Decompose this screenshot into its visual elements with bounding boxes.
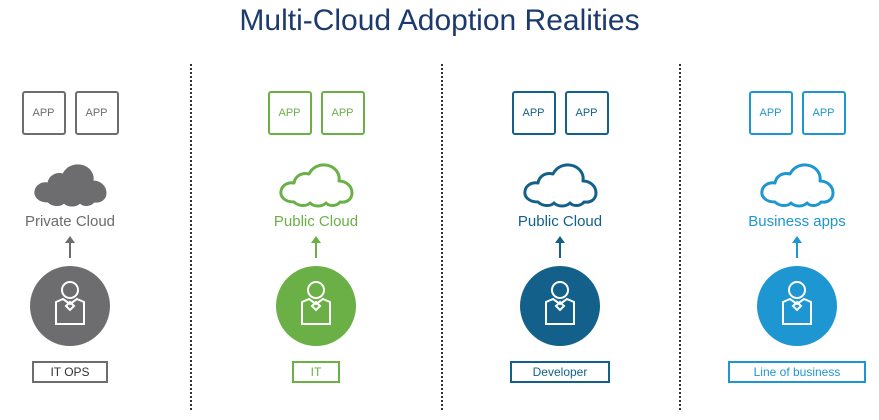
person-icon — [30, 266, 110, 346]
app-label: APP — [85, 107, 108, 119]
person-icon — [520, 266, 600, 346]
diagram-title: Multi-Cloud Adoption Realities — [239, 4, 640, 37]
role-label: Developer — [532, 365, 588, 379]
app-label: APP — [331, 107, 354, 119]
arrow-up-icon — [792, 236, 802, 258]
role-label: Line of business — [753, 365, 841, 379]
app-label: APP — [278, 107, 301, 119]
app-box: APP — [801, 91, 846, 135]
app-group: APP APP — [707, 91, 879, 135]
app-box: APP — [21, 91, 66, 135]
arrow-up-icon — [65, 236, 75, 258]
role-label: IT OPS — [50, 365, 90, 379]
cloud-icon — [760, 163, 835, 208]
app-label: APP — [32, 107, 55, 119]
cloud-label: Public Cloud — [273, 213, 359, 230]
cloud-label: Business apps — [748, 213, 846, 230]
app-box: APP — [267, 91, 312, 135]
app-box: APP — [320, 91, 365, 135]
arrow-up-icon — [311, 236, 321, 258]
role-label-box: IT — [292, 361, 340, 383]
app-box: APP — [748, 91, 793, 135]
cloud-icon — [523, 163, 598, 208]
role-label: IT — [310, 365, 322, 379]
column-it: APP APP Public Cloud IT — [226, 0, 406, 420]
app-box: APP — [74, 91, 119, 135]
role-label-box: IT OPS — [32, 361, 108, 383]
person-icon — [276, 266, 356, 346]
column-it-ops: APP APP Private Cloud IT OPS — [0, 0, 160, 420]
cloud-label: Private Cloud — [24, 213, 116, 230]
arrow-up-icon — [555, 236, 565, 258]
role-label-box: Developer — [510, 361, 610, 383]
person-icon — [757, 266, 837, 346]
column-divider — [190, 64, 192, 410]
role-label-box: Line of business — [728, 361, 866, 383]
app-box: APP — [511, 91, 556, 135]
app-label: APP — [759, 107, 782, 119]
app-group: APP APP — [0, 91, 160, 135]
cloud-icon — [34, 164, 107, 207]
column-divider — [679, 64, 681, 410]
app-label: APP — [812, 107, 835, 119]
app-label: APP — [522, 107, 545, 119]
cloud-icon — [279, 163, 354, 208]
app-group: APP APP — [470, 91, 650, 135]
cloud-label: Public Cloud — [517, 213, 603, 230]
app-box: APP — [564, 91, 609, 135]
app-label: APP — [575, 107, 598, 119]
column-line-of-business: APP APP Business apps Line of business — [707, 0, 879, 420]
column-developer: APP APP Public Cloud Developer — [470, 0, 650, 420]
app-group: APP APP — [226, 91, 406, 135]
column-divider — [441, 64, 443, 410]
